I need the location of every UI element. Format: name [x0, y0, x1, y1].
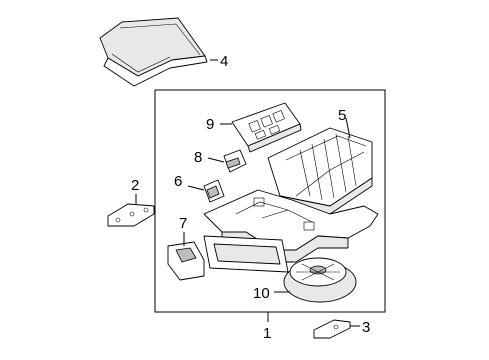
part-3-clip: [313, 319, 360, 339]
part-7-blower-resistor: [167, 232, 205, 281]
part-10-blower-motor: [274, 257, 357, 303]
callout-4: 4: [220, 53, 228, 70]
callout-2: 2: [131, 177, 139, 194]
part-2-bracket: [107, 194, 155, 227]
callout-1: 1: [263, 325, 271, 342]
part-9-mode-door: [220, 102, 302, 153]
callout-7: 7: [179, 215, 187, 232]
duct-outlet: [203, 235, 289, 273]
callout-3: 3: [362, 319, 370, 336]
assembly-frame: [154, 89, 386, 313]
part-8-servo-motor: [207, 149, 247, 173]
callout-9: 9: [206, 116, 214, 133]
part-6-actuator: [187, 179, 225, 203]
callout-8: 8: [194, 149, 202, 166]
callout-6: 6: [174, 173, 182, 190]
part-4-air-filter: [99, 17, 218, 87]
callout-10: 10: [253, 285, 270, 302]
callout-5: 5: [338, 107, 346, 124]
